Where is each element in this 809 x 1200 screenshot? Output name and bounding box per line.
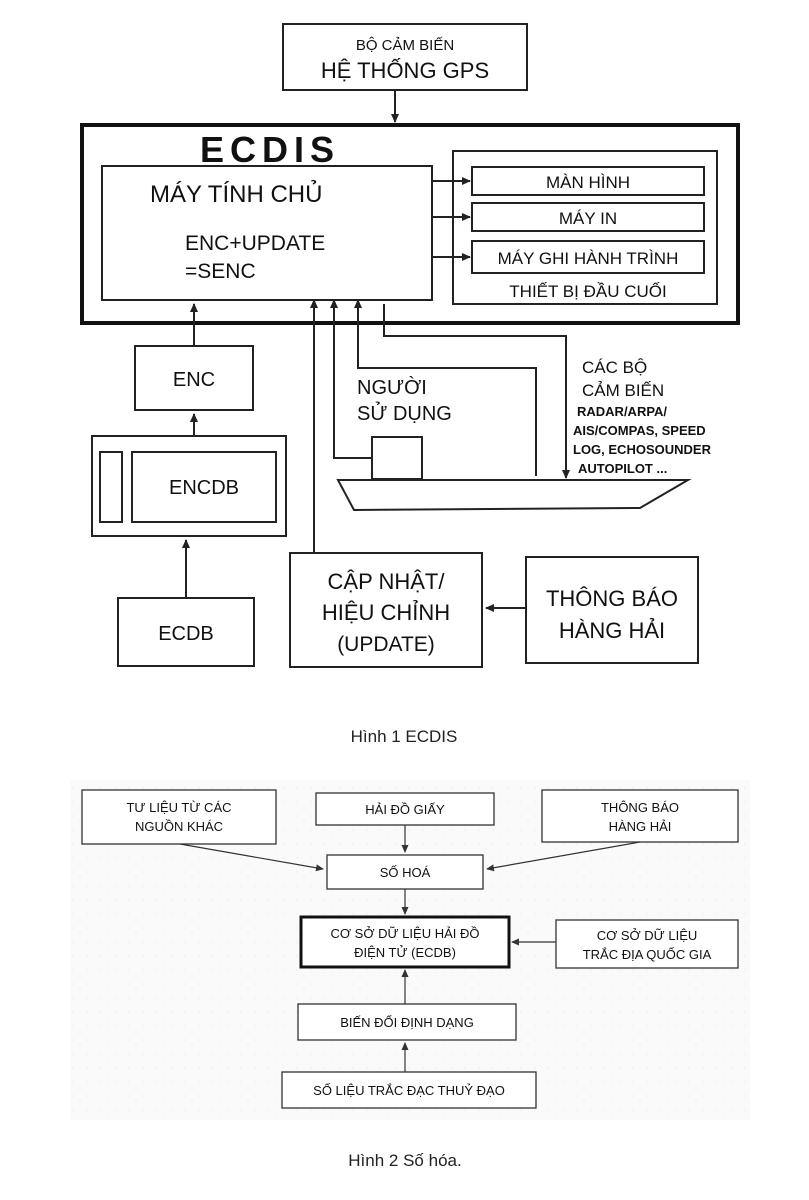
- other-sources-box: TƯ LIỆU TỪ CÁC NGUỒN KHÁC: [81, 789, 277, 845]
- figure-2: TƯ LIỆU TỪ CÁC NGUỒN KHÁC HẢI ĐỒ GIẤY TH…: [70, 780, 750, 1170]
- terminal-item-recorder-label: MÁY GHI HÀNH TRÌNH: [498, 249, 679, 268]
- nautical-notice-box: THÔNG BÁO HÀNG HẢI: [525, 556, 699, 664]
- host-line2: =SENC: [185, 260, 256, 283]
- other-sources-line2: NGUỒN KHÁC: [135, 819, 223, 834]
- user-console-box: [371, 436, 423, 480]
- terminal-item-monitor: [471, 166, 705, 196]
- update-line3: (UPDATE): [337, 633, 435, 656]
- nautical-notice-2-box: THÔNG BÁO HÀNG HẢI: [541, 789, 739, 843]
- terminal-devices-group: MÀN HÌNH MÁY IN MÁY GHI HÀNH TRÌNH THIẾT…: [452, 150, 718, 305]
- terminal-item-printer: [471, 202, 705, 232]
- line-sensors-to-host: [357, 304, 537, 476]
- gps-sensor-box: BỘ CẢM BIẾN HỆ THỐNG GPS: [282, 23, 528, 91]
- sensors-line2: CẢM BIẾN: [582, 381, 664, 400]
- line-update-to-host: [313, 304, 334, 554]
- enc-box: ENC: [134, 345, 254, 411]
- user-label-line2: SỬ DỤNG: [357, 401, 452, 425]
- national-geodesy-line2: TRẮC ĐỊA QUỐC GIA: [583, 947, 712, 962]
- other-sources-line1: TƯ LIỆU TỪ CÁC: [126, 800, 231, 815]
- sensors-line4: AIS/COMPAS, SPEED: [573, 423, 706, 438]
- format-conversion-box: BIẾN ĐỔI ĐỊNH DẠNG: [297, 1003, 517, 1041]
- ecdb-label: ECDB: [158, 623, 214, 645]
- update-box: CẬP NHẬT/ HIỆU CHỈNH (UPDATE): [289, 552, 483, 668]
- notice-line2: HÀNG HẢI: [559, 618, 665, 643]
- nautical-notice-2-line1: THÔNG BÁO: [601, 800, 679, 815]
- host-line1: ENC+UPDATE: [185, 232, 325, 255]
- national-geodesy-line1: CƠ SỞ DỮ LIỆU: [597, 928, 698, 943]
- ecdb-main-line2: ĐIỆN TỬ (ECDB): [354, 945, 456, 960]
- terminal-item-recorder: [471, 240, 705, 274]
- terminal-devices-label: THIẾT BỊ ĐẦU CUỐI: [509, 281, 666, 301]
- update-line1: CẬP NHẬT/: [328, 569, 446, 594]
- notice-line1: THÔNG BÁO: [546, 586, 678, 611]
- line-user-to-host: [333, 304, 372, 459]
- encdb-inner-box: [131, 451, 277, 523]
- digitize-box: SỐ HOÁ: [326, 854, 484, 890]
- terminal-item-printer-label: MÁY IN: [559, 209, 617, 228]
- arrow-notice-to-digitize: [486, 841, 641, 872]
- digitize-label: SỐ HOÁ: [380, 865, 431, 880]
- hydro-survey-label: SỐ LIỆU TRẮC ĐẠC THUỶ ĐẠO: [313, 1083, 505, 1098]
- ship-hull-shape: [336, 479, 692, 512]
- figure-1-caption: Hình 1 ECDIS: [351, 727, 458, 746]
- encdb-box: ENCDB: [91, 435, 287, 537]
- arrow-other-sources-to-digitize: [179, 843, 324, 872]
- national-geodesy-box: CƠ SỞ DỮ LIỆU TRẮC ĐỊA QUỐC GIA: [555, 919, 739, 969]
- figure-1: BỘ CẢM BIẾN HỆ THỐNG GPS ECDIS MÁY TÍNH …: [80, 23, 740, 746]
- sensors-line3: RADAR/ARPA/: [577, 404, 667, 419]
- ecdb-main-line1: CƠ SỞ DỮ LIỆU HẢI ĐỒ: [331, 926, 480, 941]
- gps-label-line2: HỆ THỐNG GPS: [321, 57, 489, 83]
- sensors-line6: AUTOPILOT ...: [578, 461, 667, 476]
- ecdb-main-box: CƠ SỞ DỮ LIỆU HẢI ĐỒ ĐIỆN TỬ (ECDB): [299, 915, 511, 969]
- host-computer-box: MÁY TÍNH CHỦ ENC+UPDATE =SENC: [101, 165, 433, 301]
- sensors-label-group: CÁC BỘ CẢM BIẾN RADAR/ARPA/ AIS/COMPAS, …: [573, 358, 712, 476]
- terminal-item-monitor-label: MÀN HÌNH: [546, 173, 630, 192]
- paper-chart-box: HẢI ĐỒ GIẤY: [315, 792, 495, 826]
- enc-label: ENC: [173, 369, 215, 391]
- format-conversion-label: BIẾN ĐỔI ĐỊNH DẠNG: [340, 1015, 474, 1030]
- hydro-survey-box: SỐ LIỆU TRẮC ĐẠC THUỶ ĐẠO: [281, 1071, 537, 1109]
- gps-label-line1: BỘ CẢM BIẾN: [356, 37, 454, 54]
- encdb-label: ENCDB: [169, 477, 239, 499]
- sensors-line5: LOG, ECHOSOUNDER: [573, 442, 712, 457]
- host-title: MÁY TÍNH CHỦ: [150, 179, 322, 208]
- sensors-line1: CÁC BỘ: [582, 358, 647, 377]
- encdb-side-panel: [99, 451, 123, 523]
- figure-2-caption: Hình 2 Số hóa.: [348, 1151, 461, 1170]
- paper-chart-label: HẢI ĐỒ GIẤY: [365, 802, 445, 817]
- ecdis-title: ECDIS: [200, 129, 340, 170]
- ecdb-box: ECDB: [117, 597, 255, 667]
- update-line2: HIỆU CHỈNH: [322, 600, 450, 625]
- user-label-line1: NGƯỜI: [357, 376, 427, 399]
- nautical-notice-2-line2: HÀNG HẢI: [609, 819, 672, 834]
